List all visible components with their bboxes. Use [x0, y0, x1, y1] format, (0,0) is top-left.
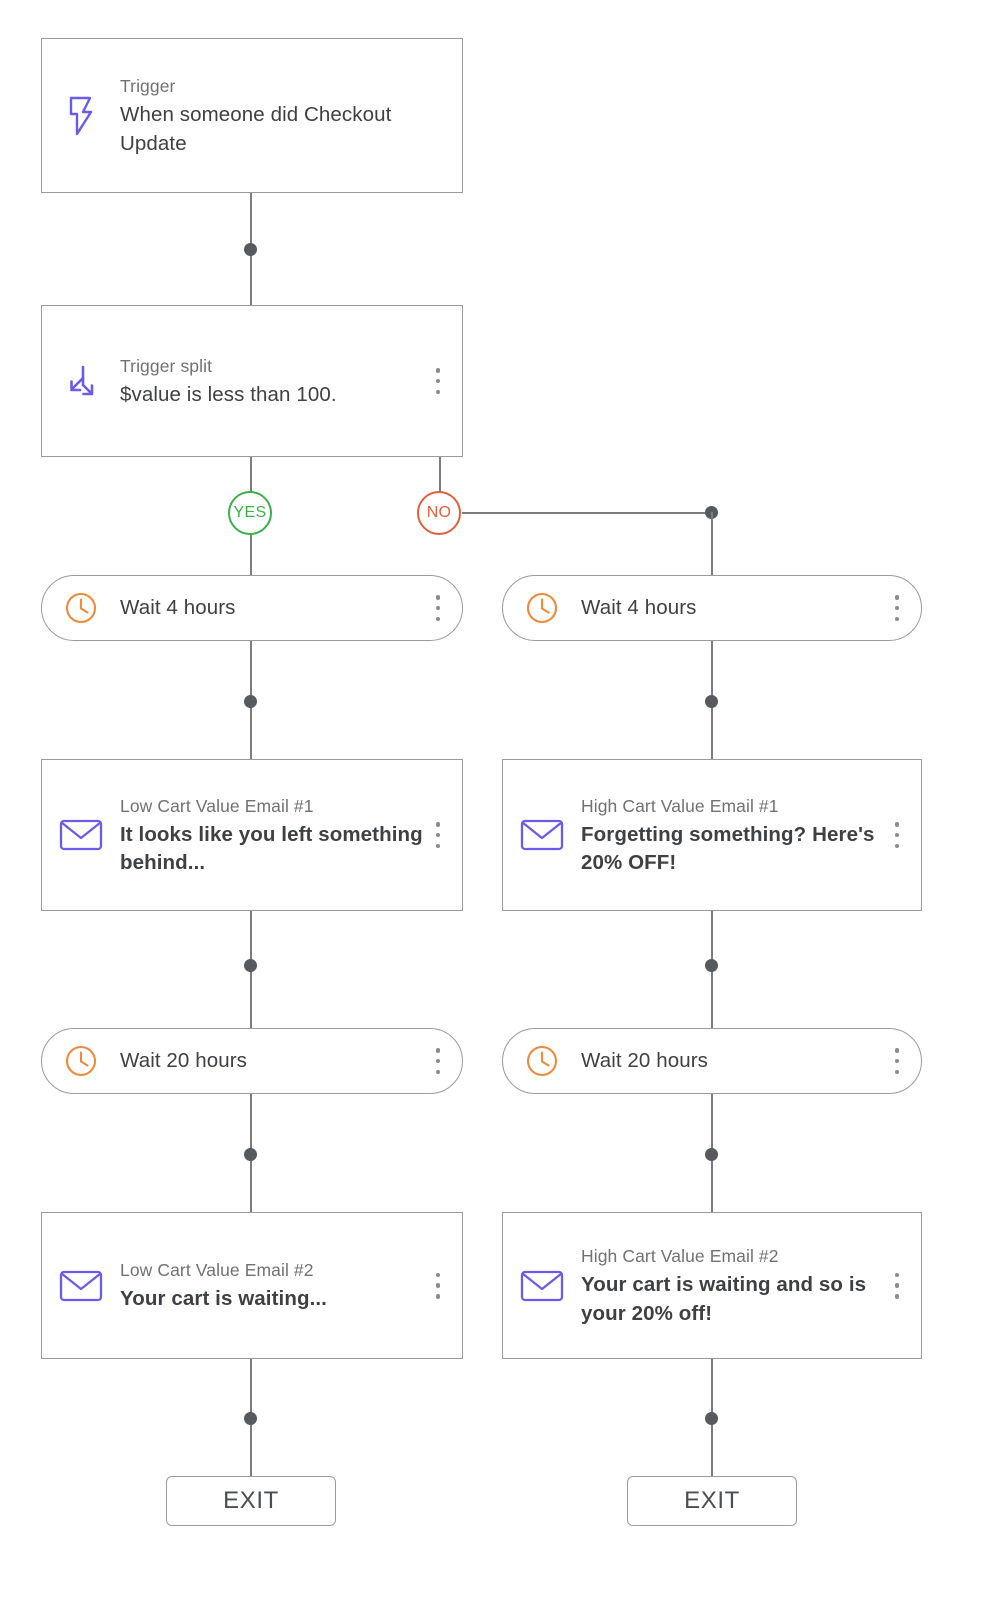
branch-badge-no-label: NO [426, 504, 452, 521]
connector-no-horizontal [462, 512, 714, 514]
email-node-left-1[interactable]: Low Cart Value Email #1 It looks like yo… [41, 759, 463, 911]
connector-dot [705, 695, 718, 708]
wait-node-left-1[interactable]: Wait 4 hours [41, 575, 463, 641]
more-options-icon[interactable] [430, 593, 446, 623]
exit-node-right-label: EXIT [684, 1487, 740, 1514]
branch-badge-yes[interactable]: YES [228, 491, 272, 535]
more-options-icon[interactable] [889, 1046, 905, 1076]
envelope-icon [42, 818, 120, 852]
email-node-right-1[interactable]: High Cart Value Email #1 Forgetting some… [502, 759, 922, 911]
connector-left-email2-to-exit [250, 1359, 252, 1506]
wait-node-left-1-label: Wait 4 hours [120, 596, 236, 619]
more-options-icon[interactable] [889, 820, 905, 850]
connector-dot [705, 1148, 718, 1161]
more-options-icon[interactable] [430, 820, 446, 850]
split-kicker: Trigger split [120, 355, 213, 376]
exit-node-right[interactable]: EXIT [627, 1476, 797, 1526]
email-node-left-2[interactable]: Low Cart Value Email #2 Your cart is wai… [41, 1212, 463, 1359]
connector-yes-to-wait [250, 535, 252, 575]
envelope-icon [42, 1269, 120, 1303]
connector-no-to-wait [711, 512, 713, 575]
trigger-title: When someone did Checkout Update [120, 103, 392, 155]
email-node-left-1-kicker: Low Cart Value Email #1 [120, 795, 314, 816]
connector-dot [244, 1148, 257, 1161]
connector-dot [244, 243, 257, 256]
email-node-right-2-title: Your cart is waiting and so is your 20% … [581, 1273, 867, 1325]
clock-icon [503, 1044, 581, 1078]
clock-icon [42, 591, 120, 625]
split-arrows-icon [42, 361, 120, 401]
trigger-node[interactable]: Trigger When someone did Checkout Update [41, 38, 463, 193]
email-node-left-2-kicker: Low Cart Value Email #2 [120, 1260, 314, 1281]
wait-node-left-2-label: Wait 20 hours [120, 1049, 248, 1072]
wait-node-right-1-label: Wait 4 hours [581, 596, 697, 619]
branch-badge-no[interactable]: NO [417, 491, 461, 535]
envelope-icon [503, 818, 581, 852]
connector-right-email2-to-exit [711, 1359, 713, 1506]
split-title: $value is less than 100. [120, 382, 337, 406]
trigger-kicker: Trigger [120, 76, 176, 97]
clock-icon [503, 591, 581, 625]
wait-node-right-1[interactable]: Wait 4 hours [502, 575, 922, 641]
clock-icon [42, 1044, 120, 1078]
connector-dot [244, 959, 257, 972]
more-options-icon[interactable] [430, 366, 446, 396]
connector-split-to-no [439, 457, 441, 495]
exit-node-left-label: EXIT [223, 1487, 279, 1514]
wait-node-left-2[interactable]: Wait 20 hours [41, 1028, 463, 1094]
email-node-right-1-title: Forgetting something? Here's 20% OFF! [581, 822, 875, 875]
more-options-icon[interactable] [889, 1271, 905, 1301]
envelope-icon [503, 1269, 581, 1303]
email-node-left-1-title: It looks like you left something behind.… [120, 822, 423, 875]
trigger-split-node[interactable]: Trigger split $value is less than 100. [41, 305, 463, 457]
lightning-bolt-icon [42, 96, 120, 136]
more-options-icon[interactable] [430, 1046, 446, 1076]
branch-badge-yes-label: YES [233, 504, 267, 521]
more-options-icon[interactable] [889, 593, 905, 623]
connector-dot [244, 695, 257, 708]
wait-node-right-2-label: Wait 20 hours [581, 1049, 709, 1072]
email-node-right-2-kicker: High Cart Value Email #2 [581, 1246, 779, 1267]
connector-dot [705, 1412, 718, 1425]
connector-dot [244, 1412, 257, 1425]
more-options-icon[interactable] [430, 1271, 446, 1301]
email-node-left-2-title: Your cart is waiting... [120, 1287, 327, 1311]
wait-node-right-2[interactable]: Wait 20 hours [502, 1028, 922, 1094]
email-node-right-1-kicker: High Cart Value Email #1 [581, 795, 779, 816]
connector-dot [705, 959, 718, 972]
exit-node-left[interactable]: EXIT [166, 1476, 336, 1526]
connector-split-to-yes [250, 457, 252, 495]
email-node-right-2[interactable]: High Cart Value Email #2 Your cart is wa… [502, 1212, 922, 1359]
